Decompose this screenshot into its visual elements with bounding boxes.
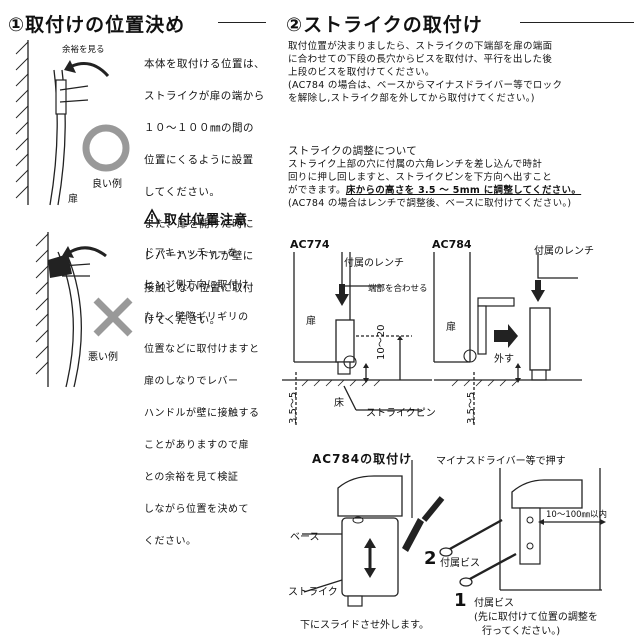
- label-slide-remove: 下にスライドさせ外します。: [300, 620, 429, 631]
- section2-title-rule: [520, 22, 634, 23]
- label-door-good: 扉: [68, 194, 78, 205]
- section1-title-rule: [218, 22, 266, 23]
- caution-body: ドアキャッチャーを ヒンジ側方向に取付け たり、壁際ギリギリの 位置などに取付け…: [144, 248, 260, 547]
- model-ac774: AC774: [290, 238, 330, 251]
- label-align-edge: 端部を合わせる: [368, 284, 428, 294]
- label-bad-example: 悪い例: [88, 352, 118, 363]
- good-example-illustration: [15, 40, 130, 206]
- label-wrench-a: 付属のレンチ: [344, 258, 404, 269]
- model-ac784: AC784: [432, 238, 472, 251]
- adjust-title: ストライクの調整について: [288, 145, 418, 157]
- label-strike-pin: ストライクピン: [366, 408, 436, 419]
- adjust-section: ストライクの調整について ストライク上部の穴に付属の六角レンチを差し込んで時計 …: [288, 145, 634, 210]
- label-base: ベース: [290, 532, 320, 543]
- warning-icon: [143, 208, 161, 224]
- step2-label: 付属ビス: [440, 558, 480, 569]
- bad-example-illustration: [35, 232, 133, 388]
- step1-note-1: (先に取付けて位置の調整を: [474, 612, 598, 623]
- label-wrench-b: 付属のレンチ: [534, 246, 594, 257]
- label-remove: 外す: [494, 354, 514, 365]
- caution-title: 取付位置注意: [164, 213, 249, 228]
- step1-note-2: 行ってください。): [482, 626, 561, 637]
- step2-number: 2: [424, 548, 437, 569]
- dim-10-100: 10～100㎜以内: [546, 510, 608, 520]
- label-good-example: 良い例: [92, 179, 122, 190]
- ac784-mount-illustration: [302, 460, 606, 607]
- adjust-height-instruction: 床からの高さを 3.5 ～ 5mm に調整してください。: [345, 185, 582, 196]
- step1-label: 付属ビス: [474, 598, 514, 609]
- dim-3-5-a: 3.5～5: [288, 391, 299, 424]
- section3-title: AC784の取付け: [312, 452, 413, 466]
- strike-adjust-diagram: [282, 252, 582, 426]
- section1-title: ①取付けの位置決め: [8, 14, 186, 36]
- dim-3-5-b: 3.5～5: [466, 391, 477, 424]
- label-margin: 余裕を見る: [62, 45, 105, 55]
- label-strike: ストライク: [288, 587, 338, 598]
- section2-body: 取付位置が決まりましたら、ストライクの下端部を扉の端面 に合わせての下段の長穴か…: [288, 41, 563, 104]
- step1-number: 1: [454, 590, 467, 611]
- label-floor: 床: [334, 398, 344, 409]
- label-door-b: 扉: [446, 322, 456, 333]
- section1-body: 本体を取付ける位置は、 ストライクが扉の端から １０～１００㎜の間の 位置にくる…: [144, 58, 265, 326]
- label-door-a: 扉: [306, 316, 316, 327]
- label-press-screwdriver: マイナスドライバー等で押す: [436, 456, 566, 467]
- section2-title: ②ストライクの取付け: [286, 14, 483, 36]
- dim-10-20: 10～20: [376, 324, 387, 360]
